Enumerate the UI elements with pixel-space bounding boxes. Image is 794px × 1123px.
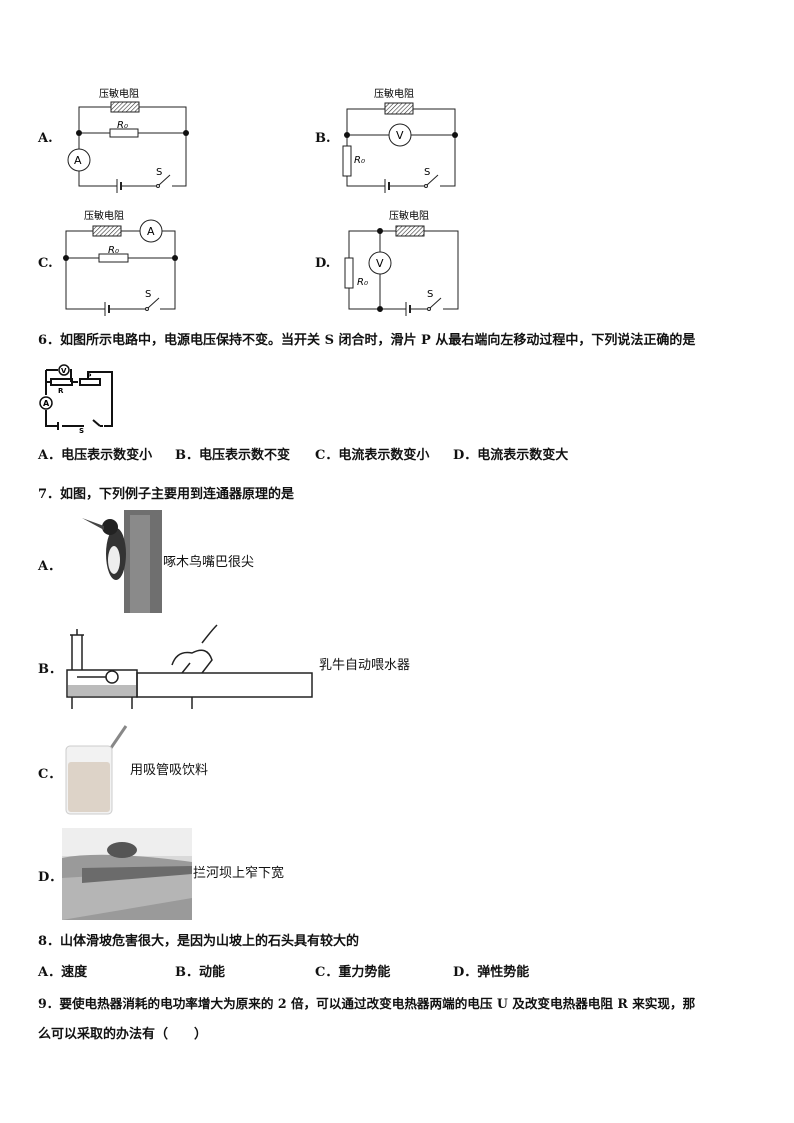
q7-option-a-label: A． <box>38 559 62 574</box>
r0-label: R₀ <box>354 155 365 166</box>
cow-water-feeder-image <box>66 624 313 709</box>
r0-label: R₀ <box>357 277 368 288</box>
q6-stem: 6．如图所示电路中，电源电压保持不变。当开关 S 闭合时，滑片 P 从最右端向左… <box>38 333 696 348</box>
r0-label: R₀ <box>117 120 128 131</box>
pressure-resistor-label: 压敏电阻 <box>84 209 124 222</box>
q6-option-b: B．电压表示数不变 <box>175 448 290 463</box>
circuit-a: 压敏电阻 R₀ A S <box>67 87 189 193</box>
river-dam-image <box>62 828 192 920</box>
voltmeter-icon: V <box>376 257 384 270</box>
q5-option-b-label: B. <box>315 131 331 146</box>
q6-option-d: D．电流表示数变大 <box>453 448 569 463</box>
rheostat-label: R <box>58 387 64 395</box>
q5-option-d-label: D. <box>315 256 331 271</box>
q8-option-a: A．速度 <box>38 965 88 980</box>
slider-label: P <box>87 373 92 380</box>
circuit-b: 压敏电阻 R₀ V S <box>342 87 458 193</box>
voltmeter-icon: V <box>61 367 67 375</box>
switch-label: S <box>145 289 151 300</box>
q8-option-d: D．弹性势能 <box>453 965 530 980</box>
woodpecker-image <box>82 510 162 613</box>
q7-option-c-label: C． <box>38 767 62 782</box>
circuit-d: 压敏电阻 R₀ V S <box>344 209 459 316</box>
q7-option-b-text: 乳牛自动喂水器 <box>319 658 411 673</box>
pressure-resistor-label: 压敏电阻 <box>99 87 139 100</box>
switch-label: S <box>156 167 162 178</box>
pressure-resistor-label: 压敏电阻 <box>389 209 429 222</box>
q7-option-d-label: D． <box>38 870 63 885</box>
r0-label: R₀ <box>108 245 119 256</box>
q7-option-a-text: 啄木鸟嘴巴很尖 <box>163 555 255 570</box>
q8-stem: 8．山体滑坡危害很大，是因为山坡上的石头具有较大的 <box>38 934 360 949</box>
q9-stem-line2: 么可以采取的办法有（ ） <box>38 1027 208 1042</box>
q7-option-d-text: 拦河坝上窄下宽 <box>193 866 285 881</box>
circuit-c: 压敏电阻 R₀ A S <box>63 209 178 316</box>
ammeter-icon: A <box>43 399 50 408</box>
switch-label: S <box>424 167 430 178</box>
q5-option-a-label: A. <box>38 131 53 146</box>
voltmeter-icon: V <box>396 129 404 142</box>
pressure-resistor-label: 压敏电阻 <box>374 87 414 100</box>
q7-option-c-text: 用吸管吸饮料 <box>130 763 209 778</box>
q8-option-b: B．动能 <box>175 965 225 980</box>
q6-option-a: A．电压表示数变小 <box>38 448 153 463</box>
switch-label: S <box>79 427 84 435</box>
q6-option-c: C．电流表示数变小 <box>315 448 430 463</box>
q8-option-c: C．重力势能 <box>315 965 391 980</box>
straw-drink-image <box>65 725 128 815</box>
q7-option-b-label: B． <box>38 662 62 677</box>
ammeter-icon: A <box>147 225 155 238</box>
ammeter-icon: A <box>74 154 82 167</box>
q9-stem-line1: 9．要使电热器消耗的电功率增大为原来的 2 倍，可以通过改变电热器两端的电压 U… <box>38 996 696 1011</box>
q7-stem: 7．如图，下列例子主要用到连通器原理的是 <box>38 487 295 502</box>
q6-circuit: V A R P S <box>39 364 113 435</box>
switch-label: S <box>427 289 433 300</box>
q5-option-c-label: C. <box>38 256 53 271</box>
